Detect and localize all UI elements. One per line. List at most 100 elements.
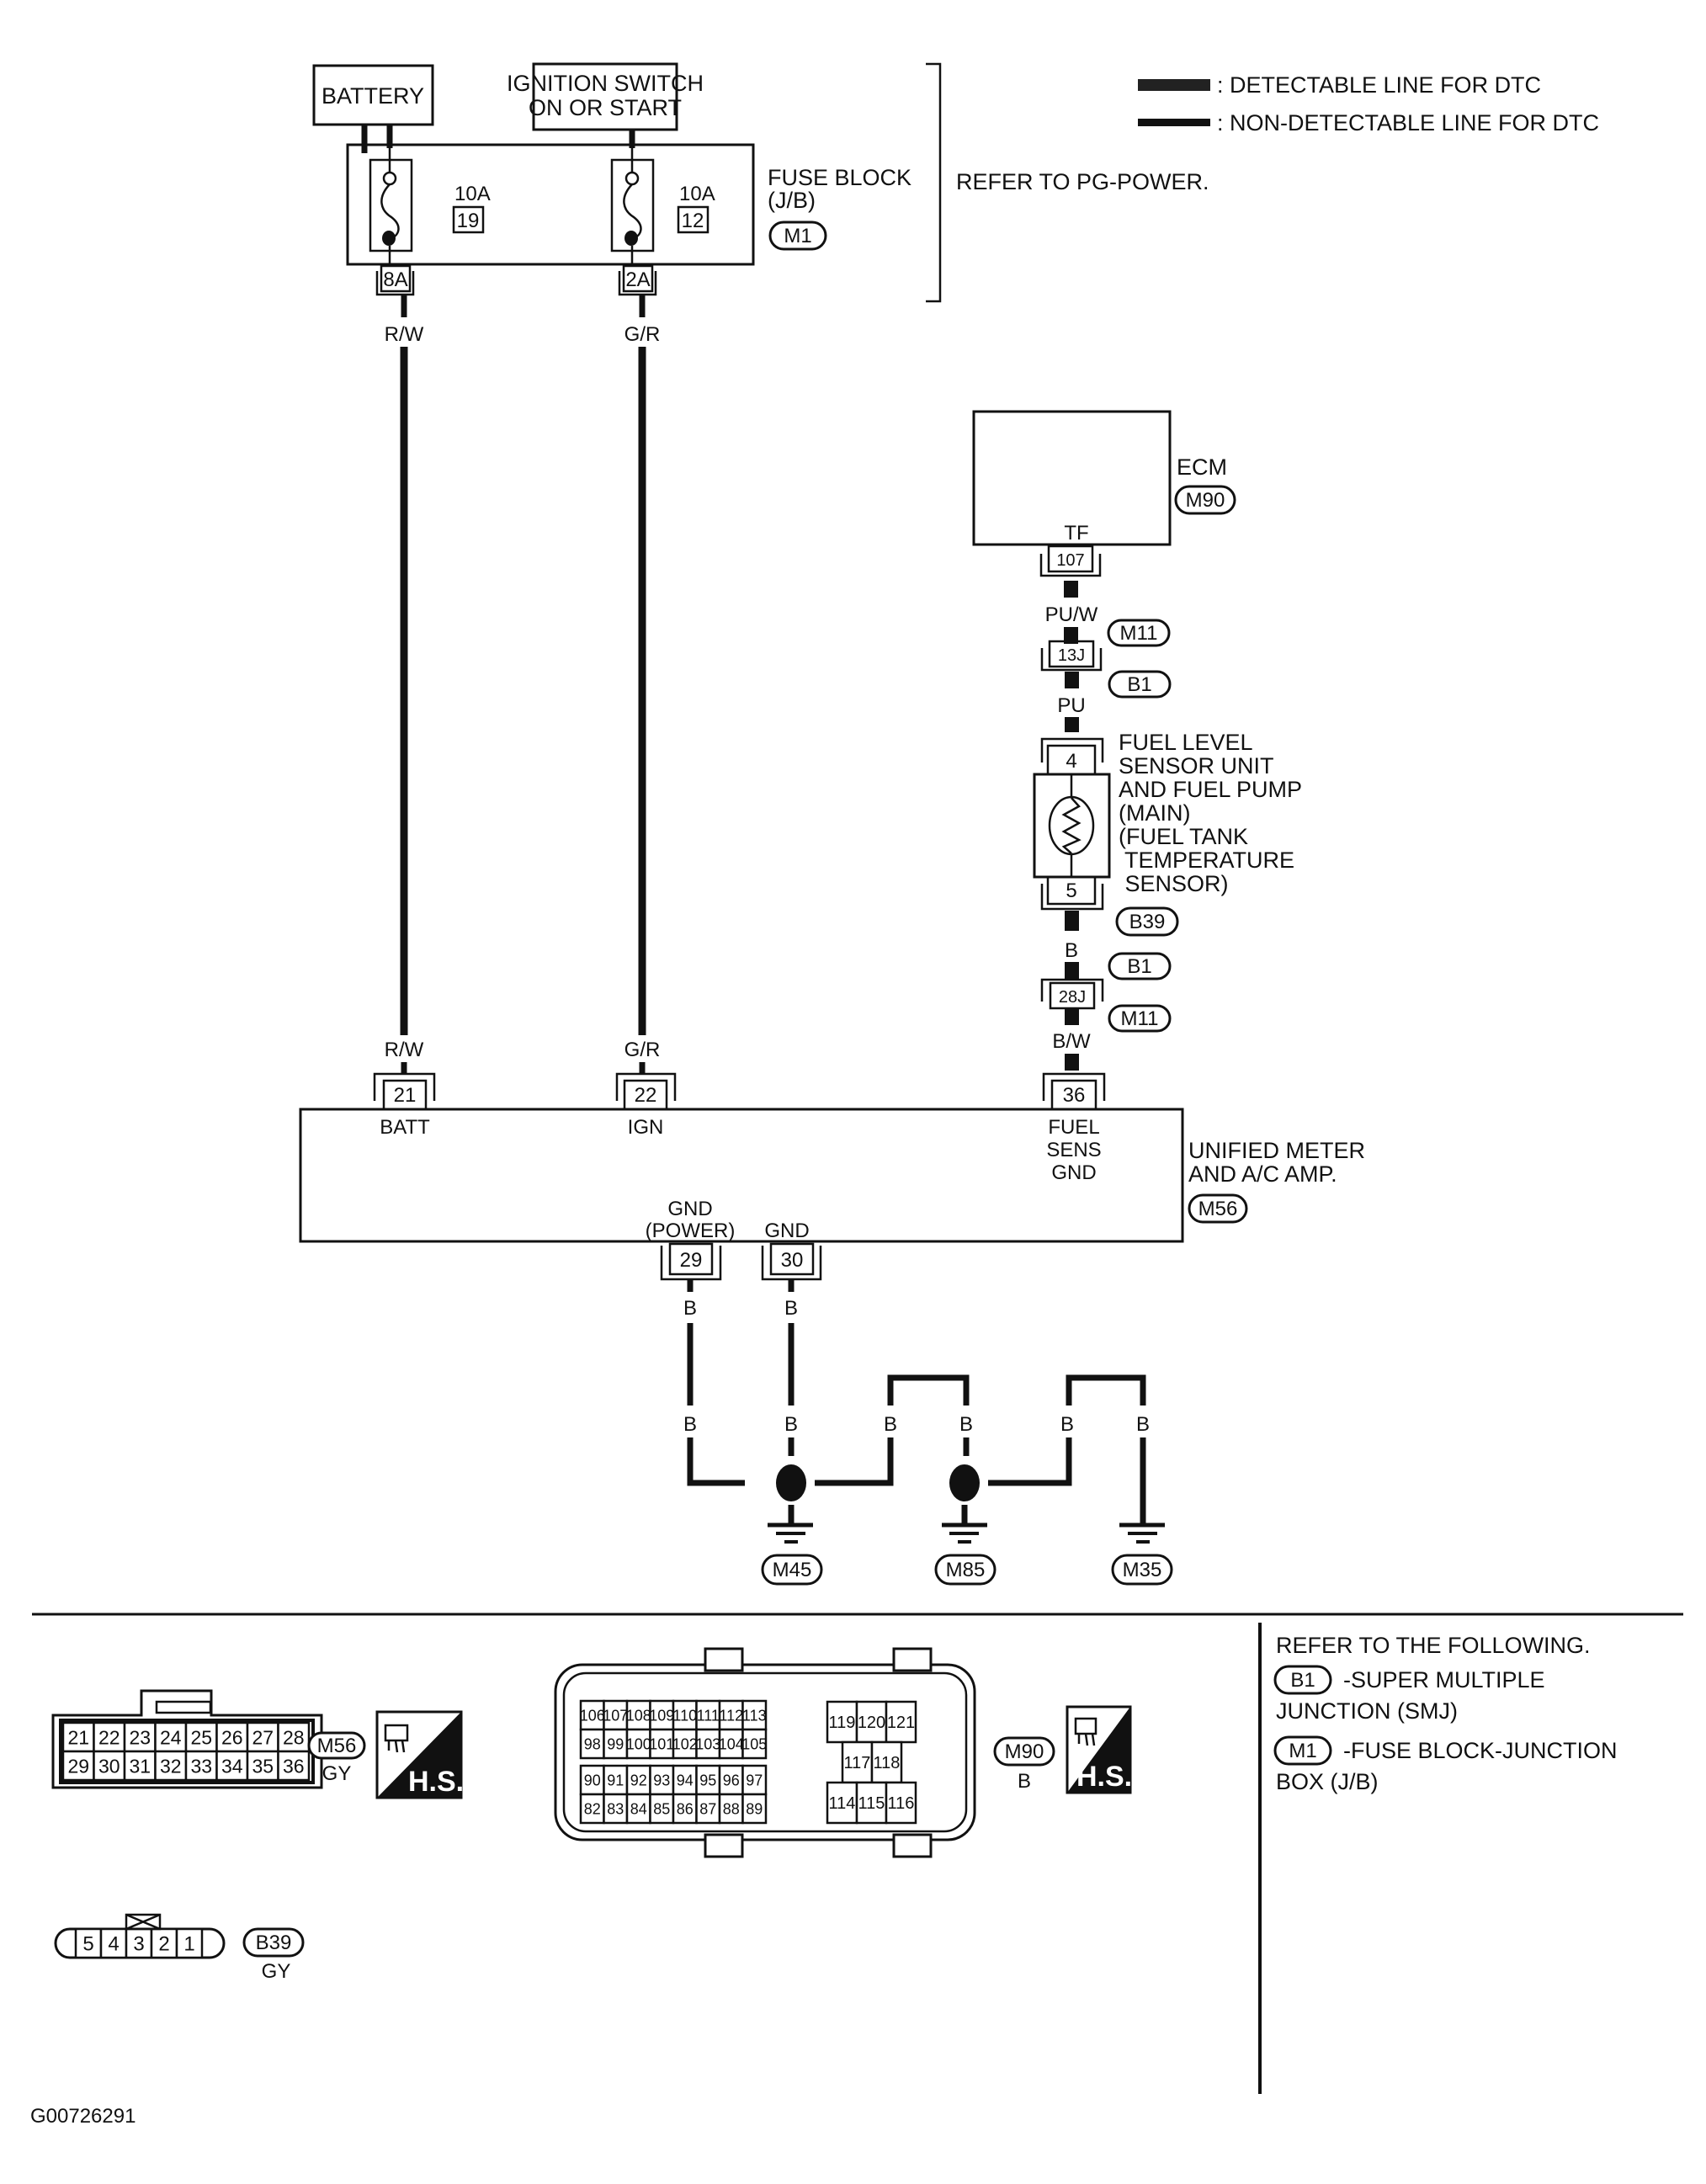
m90-pin-101: 101 — [649, 1728, 674, 1760]
junction-lower-badge-m11: M11 — [1108, 1004, 1172, 1033]
svg-text:H.S.: H.S. — [408, 1766, 464, 1798]
sensor-terminal-5: 5 — [1066, 879, 1076, 902]
svg-text:1: 1 — [183, 1933, 194, 1956]
wire-rw-label-bottom: R/W — [385, 1039, 424, 1061]
junction-lower-badge-b1: B1 — [1108, 952, 1172, 980]
terminal-107: 107 — [1039, 545, 1102, 577]
svg-text:33: 33 — [190, 1755, 212, 1777]
m56-pin-29: 29 — [61, 1750, 95, 1782]
svg-text:2: 2 — [158, 1933, 169, 1956]
m90-pin-107: 107 — [603, 1699, 628, 1731]
reference-m1-line2: BOX (J/B) — [1276, 1769, 1379, 1794]
m56-pin-23: 23 — [123, 1721, 157, 1753]
sensor-terminal-4: 4 — [1066, 750, 1076, 773]
m90-pin-88: 88 — [718, 1793, 744, 1825]
meter-pin-gnd-power-line1: GND — [667, 1198, 712, 1220]
fuel-sensor-label: FUEL LEVEL SENSOR UNIT AND FUEL PUMP (MA… — [1119, 730, 1302, 896]
svg-text:109: 109 — [649, 1707, 674, 1724]
svg-text:107: 107 — [603, 1707, 628, 1724]
svg-text:91: 91 — [607, 1772, 624, 1788]
terminal-2a: 2A — [618, 264, 657, 296]
ecm-box: TF — [972, 410, 1172, 546]
svg-text:103: 103 — [695, 1735, 720, 1752]
fuse-12-number: 12 — [682, 210, 704, 232]
svg-text:AND FUEL PUMP: AND FUEL PUMP — [1119, 777, 1302, 802]
svg-text:M85: M85 — [946, 1559, 986, 1581]
ecm-connector-badge: M90 — [1174, 485, 1236, 515]
m56-pin-26: 26 — [215, 1721, 249, 1753]
b39-pin-3: 3 — [125, 1927, 153, 1959]
svg-text:SENSOR): SENSOR) — [1119, 871, 1229, 896]
m90-pin-106: 106 — [580, 1699, 605, 1731]
svg-text:36: 36 — [283, 1755, 305, 1777]
fuse-block: 10A 19 10A 12 — [346, 125, 755, 266]
m90-pin-86: 86 — [672, 1793, 698, 1825]
fuse-block-connector-badge: M1 — [768, 221, 827, 251]
connector-m56-badge: M56 GY — [307, 1731, 366, 1785]
svg-text:35: 35 — [252, 1755, 274, 1777]
m90-pin-93: 93 — [649, 1764, 675, 1796]
svg-text:115: 115 — [858, 1794, 885, 1813]
svg-text:83: 83 — [607, 1800, 624, 1817]
m90-pin-108: 108 — [626, 1699, 651, 1731]
wire-puw-label: PU/W — [1045, 603, 1098, 626]
svg-text:29: 29 — [680, 1249, 703, 1272]
harness-side-icon: H.S. — [1066, 1705, 1132, 1794]
svg-text:100: 100 — [626, 1735, 651, 1752]
b39-pin-2: 2 — [150, 1927, 178, 1959]
svg-text:M56: M56 — [317, 1735, 357, 1757]
connector-m90-color: B — [1018, 1770, 1031, 1793]
battery-label: BATTERY — [322, 83, 424, 109]
m90-pin-102: 102 — [672, 1728, 698, 1760]
reference-m1-badge — [1273, 1735, 1332, 1766]
svg-text:M11: M11 — [1120, 622, 1158, 645]
m56-pin-33: 33 — [184, 1750, 218, 1782]
reference-b1-line1: -SUPER MULTIPLE — [1343, 1667, 1545, 1692]
wire-puw-stub-lower — [1064, 627, 1078, 644]
svg-text:B1: B1 — [1127, 955, 1151, 978]
figure-id: G00726291 — [30, 2105, 136, 2128]
svg-text:98: 98 — [584, 1735, 601, 1752]
m90-pin-97: 97 — [741, 1764, 768, 1796]
legend-non-detectable-label: : NON-DETECTABLE LINE FOR DTC — [1217, 110, 1599, 136]
meter-pin-gnd: GND — [1051, 1161, 1096, 1184]
terminal-8a: 8A — [375, 264, 415, 296]
meter-pin-ign: IGN — [628, 1116, 664, 1139]
m56-pin-35: 35 — [246, 1750, 279, 1782]
svg-text:117: 117 — [844, 1754, 871, 1772]
meter-terminal-22: 22 — [635, 1084, 657, 1107]
refer-pg-power: REFER TO PG-POWER. — [956, 169, 1209, 194]
svg-text:92: 92 — [630, 1772, 647, 1788]
fuse-19-amp: 10A — [454, 183, 491, 205]
m56-pin-25: 25 — [184, 1721, 218, 1753]
svg-text:M35: M35 — [1123, 1559, 1162, 1581]
fuse-12-amp: 10A — [679, 183, 715, 205]
svg-text:23: 23 — [129, 1726, 151, 1748]
m90-pin-104: 104 — [719, 1728, 744, 1760]
svg-text:101: 101 — [649, 1735, 674, 1752]
svg-text:M1: M1 — [1289, 1740, 1316, 1762]
legend-detectable-label: : DETECTABLE LINE FOR DTC — [1217, 72, 1541, 98]
m90-pin-111: 111 — [695, 1699, 721, 1731]
ground-wire-label: B — [784, 1297, 798, 1320]
svg-text:B1: B1 — [1290, 1669, 1315, 1692]
svg-text:FUEL LEVEL: FUEL LEVEL — [1119, 730, 1253, 755]
ground-badge-m85: M85 — [934, 1554, 996, 1586]
svg-text:87: 87 — [699, 1800, 716, 1817]
m90-pin-116: 116 — [885, 1781, 917, 1825]
svg-text:H.S.: H.S. — [1076, 1761, 1132, 1793]
terminal-28j: 28J — [1040, 978, 1104, 1010]
unified-meter-box: 21 BATT 22 IGN 36 FUEL SENS GND GND (POW… — [299, 1072, 1184, 1243]
svg-text:8A: 8A — [383, 268, 407, 291]
b39-pin-1: 1 — [175, 1927, 204, 1959]
svg-text:(MAIN): (MAIN) — [1119, 800, 1190, 826]
wire-b-stub-lower — [1065, 962, 1079, 979]
m56-pin-31: 31 — [123, 1750, 157, 1782]
svg-text:4: 4 — [108, 1933, 119, 1956]
svg-text:93: 93 — [653, 1772, 670, 1788]
svg-text:M90: M90 — [1186, 489, 1225, 512]
ignition-label-line1: IGNITION SWITCH — [507, 71, 704, 96]
svg-text:31: 31 — [129, 1755, 151, 1777]
